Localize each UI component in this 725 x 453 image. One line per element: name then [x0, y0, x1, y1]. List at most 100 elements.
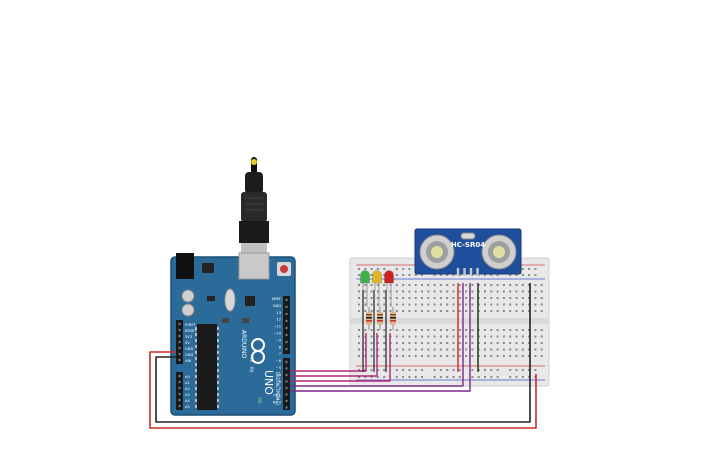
breadboard-hole[interactable]: [408, 310, 411, 312]
breadboard-hole[interactable]: [534, 335, 537, 338]
breadboard-hole[interactable]: [477, 284, 480, 286]
breadboard-hole[interactable]: [383, 297, 386, 299]
breadboard-hole[interactable]: [509, 310, 512, 312]
breadboard-hole[interactable]: [528, 342, 531, 344]
breadboard-hole[interactable]: [383, 335, 386, 338]
breadboard-hole[interactable]: [358, 335, 360, 338]
breadboard-hole[interactable]: [446, 329, 449, 331]
breadboard-hole[interactable]: [458, 284, 461, 286]
breadboard-hole[interactable]: [540, 297, 543, 299]
breadboard-hole[interactable]: [471, 355, 474, 357]
breadboard-hole[interactable]: [383, 303, 386, 306]
breadboard-hole[interactable]: [364, 290, 367, 293]
breadboard-hole[interactable]: [465, 284, 468, 286]
breadboard-hole[interactable]: [509, 348, 512, 351]
sensor-pin-gnd[interactable]: [476, 268, 479, 276]
breadboard-hole[interactable]: [358, 376, 360, 378]
breadboard-hole[interactable]: [383, 268, 386, 270]
breadboard-hole[interactable]: [502, 303, 505, 306]
breadboard-hole[interactable]: [534, 369, 537, 371]
breadboard-hole[interactable]: [465, 290, 468, 293]
analog-header[interactable]: [176, 372, 183, 410]
breadboard-hole[interactable]: [358, 369, 360, 371]
breadboard-hole[interactable]: [370, 297, 373, 299]
breadboard-hole[interactable]: [389, 290, 392, 293]
breadboard-hole[interactable]: [502, 284, 505, 286]
breadboard-hole[interactable]: [515, 284, 518, 286]
breadboard-hole[interactable]: [358, 303, 360, 306]
breadboard-hole[interactable]: [496, 290, 499, 293]
led-yellow[interactable]: [372, 270, 382, 308]
breadboard-hole[interactable]: [490, 329, 493, 331]
breadboard-hole[interactable]: [458, 369, 461, 371]
breadboard-hole[interactable]: [477, 335, 480, 338]
breadboard-hole[interactable]: [515, 329, 518, 331]
breadboard-hole[interactable]: [433, 303, 436, 306]
breadboard-hole[interactable]: [439, 310, 442, 312]
breadboard-hole[interactable]: [358, 342, 360, 344]
breadboard-hole[interactable]: [484, 303, 486, 306]
breadboard-hole[interactable]: [465, 303, 468, 306]
breadboard-hole[interactable]: [376, 342, 379, 344]
breadboard-hole[interactable]: [446, 310, 449, 312]
breadboard-hole[interactable]: [452, 290, 455, 293]
breadboard-hole[interactable]: [376, 290, 379, 293]
breadboard-hole[interactable]: [358, 297, 360, 299]
breadboard-hole[interactable]: [452, 310, 455, 312]
digital-header-low[interactable]: [283, 358, 290, 410]
breadboard-hole[interactable]: [364, 329, 367, 331]
breadboard-hole[interactable]: [521, 290, 524, 293]
breadboard-hole[interactable]: [540, 290, 543, 293]
breadboard-hole[interactable]: [528, 369, 531, 371]
breadboard-hole[interactable]: [502, 290, 505, 293]
breadboard-hole[interactable]: [471, 290, 474, 293]
breadboard-hole[interactable]: [408, 335, 411, 338]
breadboard-hole[interactable]: [465, 342, 468, 344]
breadboard-hole[interactable]: [515, 348, 518, 351]
breadboard-hole[interactable]: [521, 310, 524, 312]
breadboard-hole[interactable]: [370, 348, 373, 351]
breadboard-hole[interactable]: [465, 297, 468, 299]
breadboard-hole[interactable]: [383, 274, 386, 276]
breadboard-hole[interactable]: [452, 348, 455, 351]
breadboard-hole[interactable]: [395, 268, 398, 270]
breadboard-hole[interactable]: [496, 274, 499, 276]
breadboard-hole[interactable]: [414, 297, 417, 299]
breadboard-hole[interactable]: [364, 297, 367, 299]
breadboard-hole[interactable]: [452, 284, 455, 286]
breadboard-hole[interactable]: [515, 355, 518, 357]
breadboard-hole[interactable]: [421, 342, 423, 344]
breadboard-hole[interactable]: [358, 355, 360, 357]
breadboard-hole[interactable]: [490, 376, 493, 378]
breadboard-hole[interactable]: [370, 268, 373, 270]
breadboard-hole[interactable]: [534, 310, 537, 312]
breadboard-hole[interactable]: [452, 355, 455, 357]
breadboard-hole[interactable]: [534, 284, 537, 286]
wire-led-1[interactable]: [290, 333, 367, 372]
breadboard-hole[interactable]: [427, 303, 430, 306]
breadboard-hole[interactable]: [458, 274, 461, 276]
breadboard-hole[interactable]: [402, 348, 405, 351]
breadboard-hole[interactable]: [484, 369, 486, 371]
breadboard-hole[interactable]: [402, 310, 405, 312]
breadboard-hole[interactable]: [458, 329, 461, 331]
breadboard-hole[interactable]: [402, 303, 405, 306]
breadboard-hole[interactable]: [421, 310, 423, 312]
breadboard-hole[interactable]: [376, 355, 379, 357]
breadboard-hole[interactable]: [496, 335, 499, 338]
breadboard-hole[interactable]: [496, 284, 499, 286]
breadboard-hole[interactable]: [383, 342, 386, 344]
breadboard-hole[interactable]: [358, 348, 360, 351]
breadboard-hole[interactable]: [395, 369, 398, 371]
breadboard-hole[interactable]: [484, 290, 486, 293]
breadboard-hole[interactable]: [446, 297, 449, 299]
breadboard-hole[interactable]: [452, 274, 455, 276]
breadboard-hole[interactable]: [402, 297, 405, 299]
breadboard-hole[interactable]: [395, 376, 398, 378]
breadboard-hole[interactable]: [446, 335, 449, 338]
breadboard-hole[interactable]: [534, 297, 537, 299]
breadboard-hole[interactable]: [402, 268, 405, 270]
breadboard-hole[interactable]: [376, 335, 379, 338]
breadboard-hole[interactable]: [477, 290, 480, 293]
breadboard-hole[interactable]: [433, 290, 436, 293]
